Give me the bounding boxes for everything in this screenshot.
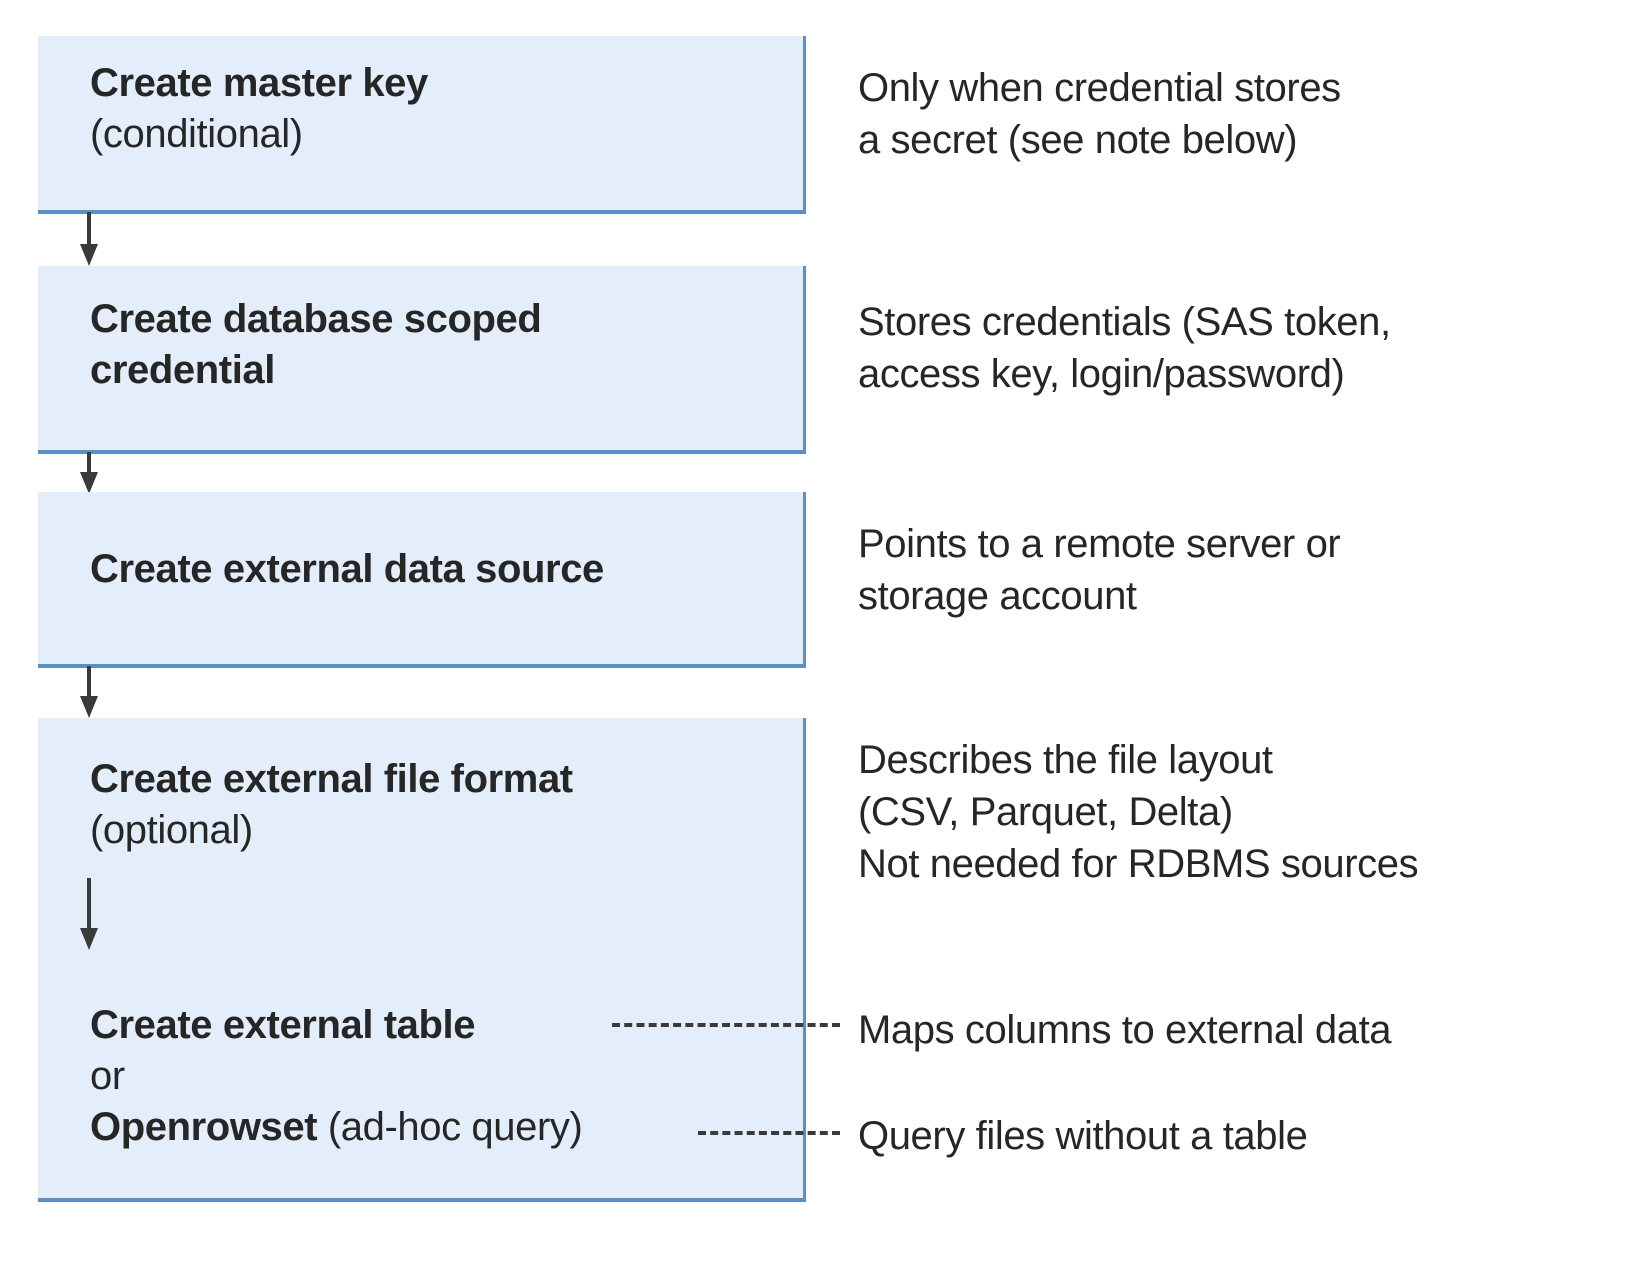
flow-step-create-external-file-format: Create external file format (optional) [38, 718, 806, 980]
flow-step-scoped-credential-text: Create database scoped credential [90, 294, 789, 396]
annotation-file-format-line1: Describes the file layout [858, 738, 1273, 782]
arrow-down-icon-file-format-to-external-table [80, 878, 98, 952]
annotation-file-format-line2: (CSV, Parquet, Delta) [858, 790, 1233, 834]
arrow-down-icon-credential-to-data-source [80, 452, 98, 494]
annotation-scoped-credential: Stores credentials (SAS token, access ke… [858, 296, 1391, 400]
annotation-external-table-line1: Maps columns to external data [858, 1008, 1392, 1052]
flow-step-external-table-title: Create external table [90, 1003, 476, 1047]
flow-step-create-external-table-or-openrowset: Create external table or Openrowset (ad-… [38, 972, 806, 1202]
flow-step-file-format-text: Create external file format (optional) [90, 754, 789, 856]
flow-step-data-source-title: Create external data source [90, 547, 604, 591]
flow-step-create-external-data-source: Create external data source [38, 492, 806, 668]
arrow-head [80, 244, 98, 266]
arrow-head [80, 472, 98, 494]
flow-step-scoped-credential-title-line1: Create database scoped [90, 297, 542, 341]
flow-step-master-key-title: Create master key [90, 61, 428, 105]
arrow-down-icon-master-key-to-credential [80, 212, 98, 268]
arrow-head [80, 928, 98, 950]
dashed-connector-openrowset [698, 1131, 840, 1135]
flow-step-scoped-credential-title-line2: credential [90, 348, 275, 393]
annotation-data-source-line2: storage account [858, 574, 1137, 618]
annotation-openrowset: Query files without a table [858, 1110, 1308, 1162]
annotation-master-key-line1: Only when credential stores [858, 66, 1341, 110]
flow-step-file-format-subtitle: (optional) [90, 808, 253, 853]
flow-step-master-key-text: Create master key (conditional) [90, 58, 789, 160]
flow-step-openrowset-title: Openrowset [90, 1105, 318, 1150]
annotation-data-source: Points to a remote server or storage acc… [858, 518, 1341, 622]
annotation-scoped-credential-line1: Stores credentials (SAS token, [858, 300, 1391, 344]
flow-step-create-database-scoped-credential: Create database scoped credential [38, 266, 806, 454]
flow-step-external-table-text: Create external table or Openrowset (ad-… [90, 1000, 789, 1154]
annotation-master-key-line2: a secret (see note below) [858, 118, 1298, 162]
dashed-connector-external-table [612, 1023, 840, 1027]
arrow-shaft [87, 666, 91, 698]
annotation-file-format: Describes the file layout (CSV, Parquet,… [858, 734, 1419, 890]
arrow-shaft [87, 212, 91, 246]
arrow-head [80, 696, 98, 718]
flow-step-data-source-text: Create external data source [90, 544, 789, 595]
annotation-file-format-line3: Not needed for RDBMS sources [858, 842, 1419, 886]
flow-step-master-key-subtitle: (conditional) [90, 112, 303, 157]
arrow-down-icon-data-source-to-file-format [80, 666, 98, 720]
annotation-data-source-line1: Points to a remote server or [858, 522, 1341, 566]
arrow-shaft [87, 878, 91, 930]
annotation-external-table: Maps columns to external data [858, 1004, 1392, 1056]
flow-step-openrowset-suffix: (ad-hoc query) [317, 1105, 583, 1150]
arrow-shaft [87, 452, 91, 474]
annotation-scoped-credential-line2: access key, login/password) [858, 352, 1345, 396]
flow-step-file-format-title: Create external file format [90, 757, 573, 801]
flow-step-external-table-conjunction: or [90, 1054, 125, 1099]
flow-step-create-master-key: Create master key (conditional) [38, 36, 806, 214]
annotation-master-key: Only when credential stores a secret (se… [858, 62, 1341, 166]
annotation-openrowset-line1: Query files without a table [858, 1114, 1308, 1158]
